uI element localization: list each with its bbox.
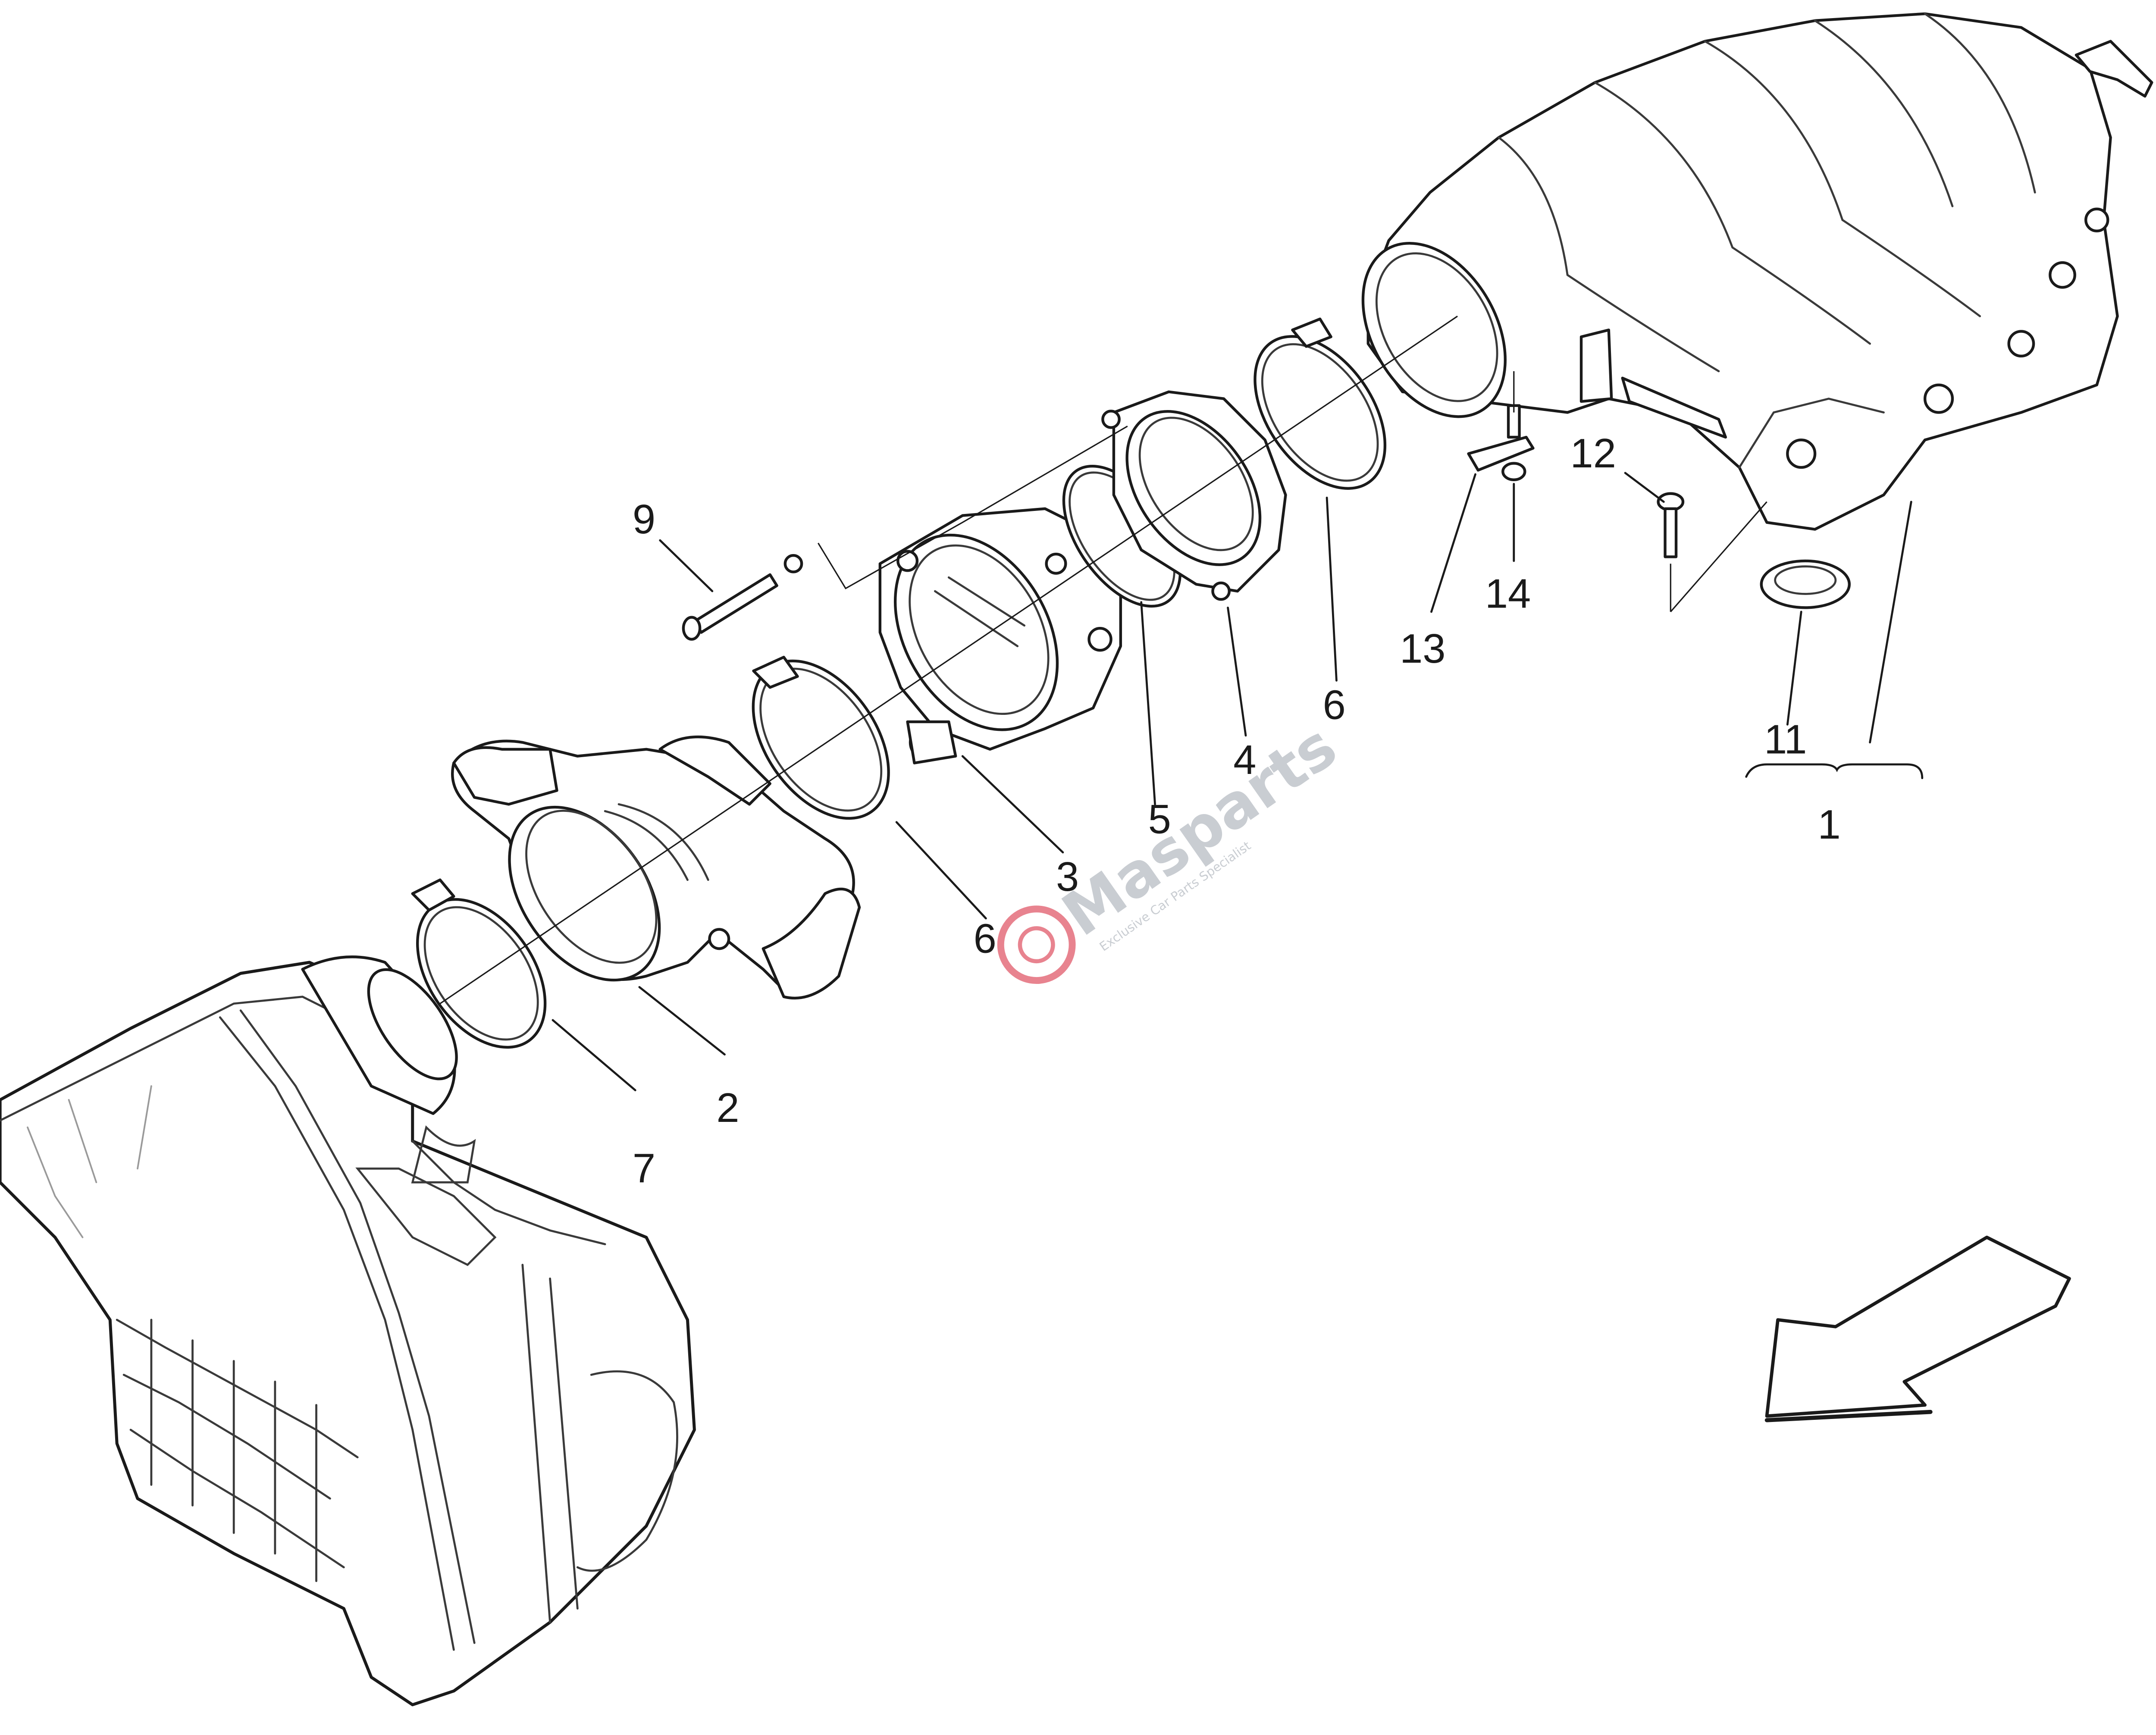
callout-6-lower: 6	[974, 916, 997, 962]
hose-clamp-7	[411, 878, 547, 1049]
callout-7: 7	[633, 1145, 655, 1191]
callout-4: 4	[1233, 737, 1256, 783]
screw-14	[1501, 404, 1526, 482]
leader-lines	[552, 472, 1924, 1091]
adapter-flange-4	[1101, 390, 1287, 601]
air-filter-box	[0, 955, 696, 1707]
callout-2: 2	[716, 1085, 739, 1131]
assembly-axis	[439, 316, 1767, 1004]
callout-3: 3	[1056, 854, 1079, 900]
callout-14: 14	[1485, 570, 1531, 617]
callout-5: 5	[1148, 796, 1171, 842]
brand-watermark: Masparts Exclusive Car Parts Specialist	[997, 711, 1349, 984]
direction-arrow	[1764, 1235, 2071, 1422]
hose-clamp-6-lower	[752, 655, 890, 820]
throttle-body-3	[878, 507, 1122, 764]
seal-ring-11	[1760, 559, 1851, 609]
callout-11: 11	[1764, 716, 1807, 762]
bolt-12	[1657, 492, 1685, 558]
callout-1: 1	[1818, 802, 1840, 848]
watermark-brand: Masparts	[1050, 711, 1349, 950]
watermark-logo-icon	[997, 905, 1076, 984]
callout-labels: 1 2 3 4 5 6 6 7 9 11 12 13 14	[633, 430, 1841, 1191]
intake-hose-2	[451, 735, 861, 1000]
bolt-9	[682, 554, 803, 641]
callout-9: 9	[633, 496, 655, 542]
callout-13: 13	[1400, 626, 1445, 672]
intake-manifold-1	[1361, 12, 2153, 531]
callout-6-upper: 6	[1323, 682, 1346, 728]
callout-12: 12	[1570, 430, 1616, 476]
clip-13	[1467, 435, 1535, 472]
hose-clamp-6-upper	[1253, 317, 1387, 490]
